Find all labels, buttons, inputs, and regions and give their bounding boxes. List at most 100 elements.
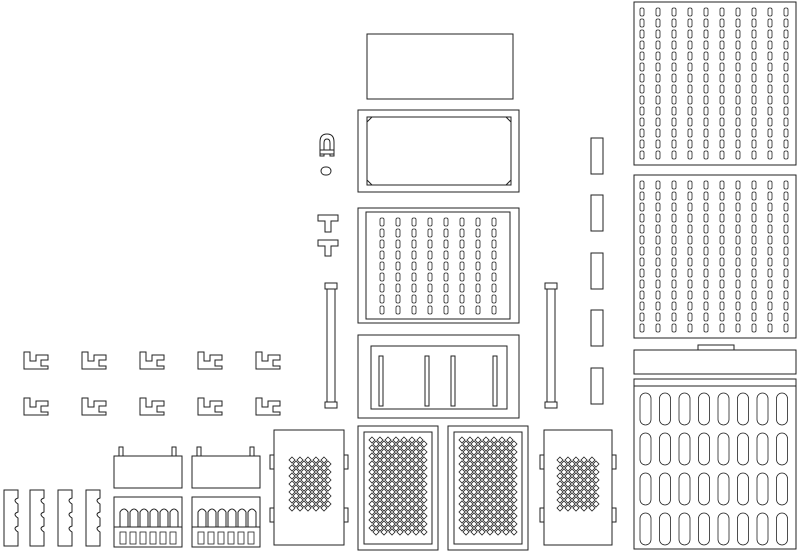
slot [783, 62, 789, 72]
mesh-diamond [412, 480, 420, 488]
mesh-diamond [380, 520, 388, 528]
slot [783, 279, 789, 289]
mesh-diamond [470, 528, 478, 536]
slot [719, 191, 725, 201]
mesh-diamond [392, 476, 400, 484]
mesh-diamond [588, 504, 596, 512]
mesh-diamond [510, 448, 518, 456]
mesh-diamond [412, 456, 420, 464]
comb-tooth [217, 508, 227, 527]
slot [783, 73, 789, 83]
mesh-diamond [458, 460, 466, 468]
mesh-diamond [482, 524, 490, 532]
oval-slot [678, 472, 691, 506]
mesh-diamond [372, 480, 380, 488]
mesh-diamond [304, 480, 312, 488]
slot [719, 246, 725, 256]
slot [783, 224, 789, 234]
mesh-diamond [372, 504, 380, 512]
slot [687, 301, 693, 311]
slot [767, 213, 773, 223]
mesh-diamond [384, 524, 392, 532]
slot [703, 268, 709, 278]
mesh-diamond [420, 504, 428, 512]
mesh-diamond [408, 452, 416, 460]
slot [783, 106, 789, 116]
mesh-diamond [400, 460, 408, 468]
slot [671, 150, 677, 160]
mesh-diamond [376, 484, 384, 492]
mesh-diamond [560, 468, 568, 476]
slot [411, 272, 417, 282]
oval-slot [659, 512, 671, 546]
mesh-diamond [288, 464, 296, 472]
mesh-diamond [466, 508, 474, 516]
mesh-diamond [494, 456, 502, 464]
mesh-diamond [400, 492, 408, 500]
mesh-diamond [388, 528, 396, 536]
slot [655, 323, 661, 333]
slot [767, 106, 773, 116]
mesh-diamond [408, 468, 416, 476]
mesh-diamond [588, 472, 596, 480]
slot [767, 202, 773, 212]
mesh-diamond [592, 476, 600, 484]
slot [783, 301, 789, 311]
mesh-diamond [478, 512, 486, 520]
mesh-diamond [372, 488, 380, 496]
mesh-diamond [376, 524, 384, 532]
slot [735, 95, 741, 105]
mesh-diamond [304, 464, 312, 472]
mesh-diamond [486, 456, 494, 464]
mesh-diamond [308, 484, 316, 492]
end-cap [320, 166, 332, 176]
slot [639, 150, 645, 160]
hook-bracket [197, 397, 223, 416]
slot [767, 18, 773, 28]
mesh-diamond [392, 444, 400, 452]
oval-slot-grid [639, 392, 788, 546]
mesh-diamond [420, 496, 428, 504]
slot [735, 128, 741, 138]
slot [671, 202, 677, 212]
mesh-diamond [384, 492, 392, 500]
spring-clip-row [3, 489, 101, 547]
oval-slot [698, 472, 710, 506]
mesh-diamond [420, 456, 428, 464]
slot [671, 51, 677, 61]
slot [411, 294, 417, 304]
mesh-diamond [494, 440, 502, 448]
slot [491, 294, 497, 304]
mesh-diamond [404, 456, 412, 464]
slot [459, 294, 465, 304]
mesh-diamond [462, 448, 470, 456]
mesh-diamond [510, 456, 518, 464]
slot [671, 40, 677, 50]
slot [671, 246, 677, 256]
mesh-diamond [300, 492, 308, 500]
slot [751, 191, 757, 201]
mesh-diamond [478, 448, 486, 456]
slot [427, 305, 433, 315]
slot [671, 29, 677, 39]
mesh-diamond [466, 436, 474, 444]
mesh-diamond [372, 512, 380, 520]
mesh-diamond [482, 476, 490, 484]
slot [671, 128, 677, 138]
slot [639, 268, 645, 278]
slot [655, 7, 661, 17]
mesh-diamond [502, 472, 510, 480]
slot [411, 250, 417, 260]
mesh-diamond [416, 460, 424, 468]
mesh-diamond [490, 468, 498, 476]
oval-slot [737, 512, 749, 546]
slot [655, 235, 661, 245]
mesh-diamond [372, 448, 380, 456]
mesh-diamond [380, 456, 388, 464]
mesh-diamond [312, 488, 320, 496]
mesh-diamond [384, 500, 392, 508]
mesh-diamond [380, 480, 388, 488]
slot [671, 268, 677, 278]
mesh-diamond [462, 464, 470, 472]
slot [379, 217, 385, 227]
